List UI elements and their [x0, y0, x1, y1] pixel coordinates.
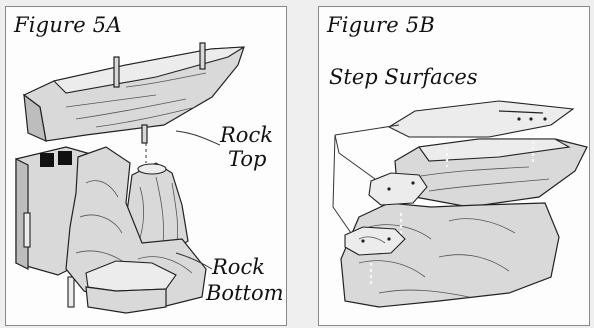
step-surface-top — [389, 101, 573, 137]
figure-5a-panel: Figure 5A Rock Top Rock Bottom — [5, 6, 287, 326]
figure-5b-title: Figure 5B — [327, 13, 435, 37]
rock-bottom-piece — [86, 261, 176, 313]
step-leader-top — [335, 125, 399, 135]
rock-bottom-label-line2: Bottom — [206, 283, 284, 304]
figure-5b-panel: Figure 5B Step Surfaces — [318, 6, 590, 326]
rock-bottom-label-line1: Rock — [212, 257, 265, 278]
slot-right — [58, 151, 72, 165]
figure-5a-title: Figure 5A — [14, 13, 122, 37]
step-surface-middle — [369, 173, 427, 205]
rock-top-label-line2: Top — [228, 149, 266, 170]
rock-top-label-line1: Rock — [220, 125, 273, 146]
figure-5b-illustration — [319, 7, 589, 325]
step-surfaces-label: Step Surfaces — [329, 67, 478, 88]
rock-top-piece — [24, 43, 244, 143]
rock-top-leader — [176, 131, 220, 145]
upper-rock-piece — [395, 139, 587, 207]
lower-rock-mass — [341, 203, 559, 307]
slot-left — [40, 153, 54, 167]
step-leader-lower — [333, 135, 351, 233]
step-leader-middle — [335, 135, 375, 179]
